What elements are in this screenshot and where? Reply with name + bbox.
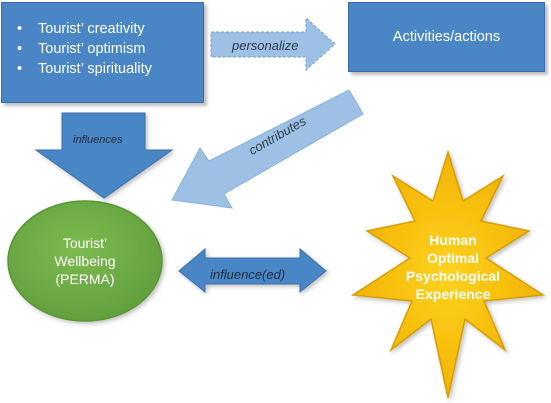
experience-line-3: Psychological [405,268,501,284]
wellbeing-text: Tourist’ Wellbeing (PERMA) [10,234,160,288]
wellbeing-line-2: Wellbeing [54,253,116,269]
influences-label: influences [73,134,123,146]
influenced-double-arrow [178,247,327,294]
trait-creativity: Tourist’ creativity [17,19,203,39]
tourist-traits-list: Tourist’ creativity Tourist’ optimism To… [2,3,203,79]
experience-line-2: Optimal [426,250,480,266]
optimal-experience-star [350,149,546,399]
influenced-label: influence(ed) [210,267,286,282]
wellbeing-ellipse [7,200,163,322]
contributes-arrow [171,89,364,209]
experience-line-1: Human [429,232,477,248]
optimal-experience-text: Human Optimal Psychological Experience [394,231,512,303]
experience-line-4: Experience [415,286,491,302]
wellbeing-line-1: Tourist’ [62,235,108,251]
personalize-arrow [210,16,336,72]
trait-optimism: Tourist’ optimism [17,39,203,59]
activities-label: Activities/actions [392,29,501,45]
tourist-traits-box: Tourist’ creativity Tourist’ optimism To… [1,2,204,103]
activities-box: Activities/actions [348,2,545,72]
trait-spirituality: Tourist’ spirituality [17,59,203,79]
personalize-label: personalize [232,38,299,53]
wellbeing-line-3: (PERMA) [55,271,115,287]
influences-arrow [34,112,174,199]
